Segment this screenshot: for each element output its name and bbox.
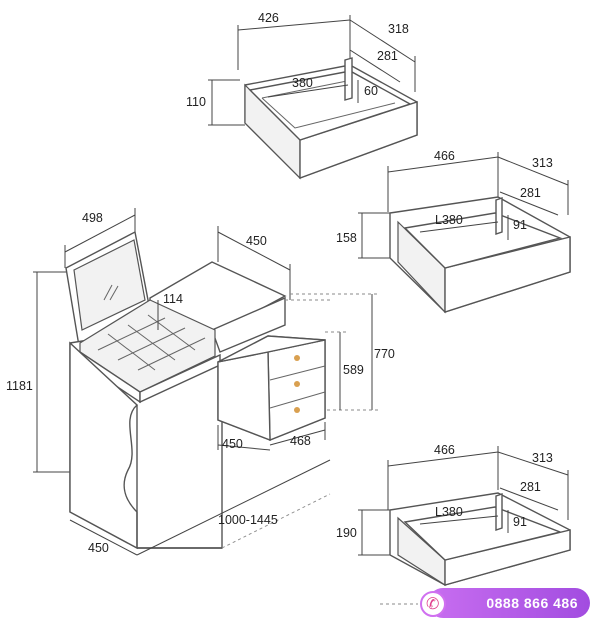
top-depth: 450	[246, 234, 267, 248]
cabinet-height: 589	[343, 363, 364, 377]
mirror-width: 498	[82, 211, 103, 225]
drawer-mid-inner-depth: 281	[520, 186, 541, 200]
drawer-mid-inner-width: L380	[435, 213, 463, 227]
drawer-mid-depth: 313	[532, 156, 553, 170]
drawer-bot-inner-width: L380	[435, 505, 463, 519]
cabinet-width: 468	[290, 434, 311, 448]
drawer-top	[208, 15, 418, 180]
drawer-bot-depth: 313	[532, 451, 553, 465]
desk-height: 770	[374, 347, 395, 361]
drawer-top-inner-depth: 281	[377, 49, 398, 63]
tray-height: 114	[163, 292, 183, 306]
drawer-top-inner-height: 60	[364, 84, 378, 98]
drawer-bot-height: 190	[336, 526, 357, 540]
drawer-bot-width: 466	[434, 443, 455, 457]
drawer-middle	[358, 152, 571, 314]
cabinet-depth: 450	[222, 437, 243, 451]
dressing-table	[33, 208, 378, 556]
drawer-top-depth: 318	[388, 22, 409, 36]
phone-badge[interactable]: 0888 866 486	[428, 588, 590, 618]
drawer-bottom	[358, 446, 571, 587]
table-length: 1000-1445	[218, 513, 278, 527]
drawer-bot-inner-depth: 281	[520, 480, 541, 494]
total-height: 1181	[6, 379, 33, 393]
drawer-bot-inner-height: 91	[513, 515, 527, 529]
drawer-top-width: 426	[258, 11, 279, 25]
drawer-top-height: 110	[186, 95, 206, 109]
phone-icon: ✆	[420, 591, 446, 617]
drawer-mid-inner-height: 91	[513, 218, 527, 232]
drawer-mid-width: 466	[434, 149, 455, 163]
base-depth: 450	[88, 541, 109, 555]
drawer-top-inner-width: 380	[292, 76, 313, 90]
drawer-mid-height: 158	[336, 231, 357, 245]
